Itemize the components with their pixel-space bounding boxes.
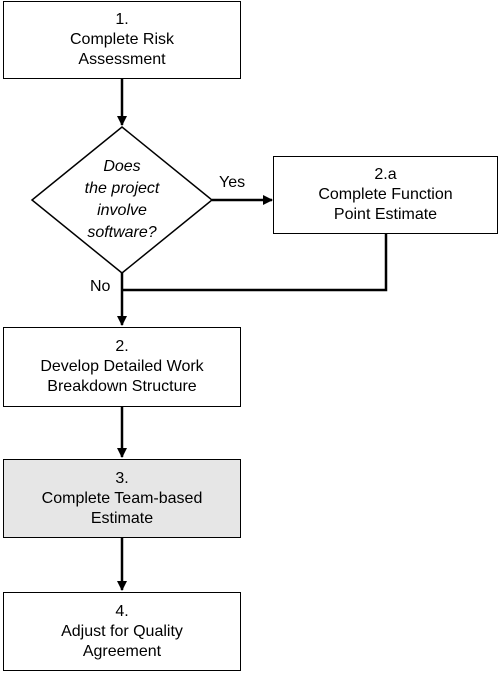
step-2-number: 2. [115, 338, 129, 355]
decision-line-4: software? [87, 224, 157, 241]
step-2a-number: 2.a [374, 166, 397, 183]
edge-label-yes: Yes [219, 174, 246, 191]
decision-line-2: the project [84, 180, 160, 197]
step-3-number: 3. [115, 469, 129, 487]
step-4-line-1: Adjust for Quality [61, 622, 183, 640]
step-2a-line-2: Point Estimate [333, 206, 438, 223]
step-2-box: 2. Develop Detailed Work Breakdown Struc… [3, 327, 241, 407]
step-3-line-2: Estimate [90, 509, 154, 527]
step-1-box: 1. Complete Risk Assessment [3, 1, 241, 79]
step-4-number: 4. [115, 602, 129, 620]
step-2-line-1: Develop Detailed Work [40, 358, 204, 375]
step-3-line-1: Complete Team-based [41, 489, 203, 507]
step-4-box: 4. Adjust for Quality Agreement [3, 592, 241, 671]
step-1-line-2: Assessment [78, 51, 166, 68]
line-step2a-return [122, 234, 388, 292]
step-1-line-1: Complete Risk [69, 31, 175, 48]
step-2a-box: 2.a Complete Function Point Estimate [273, 156, 498, 234]
step-2a-line-1: Complete Function [318, 186, 453, 203]
edge-label-no: No [90, 278, 111, 295]
step-4-line-2: Agreement [82, 642, 162, 660]
step-2-line-2: Breakdown Structure [47, 378, 197, 395]
step-1-number: 1. [115, 11, 129, 28]
step-3-box: 3. Complete Team-based Estimate [3, 459, 241, 538]
decision-line-3: involve [97, 202, 147, 219]
decision-text: Does the project involve software? [62, 156, 182, 244]
decision-line-1: Does [103, 158, 141, 175]
